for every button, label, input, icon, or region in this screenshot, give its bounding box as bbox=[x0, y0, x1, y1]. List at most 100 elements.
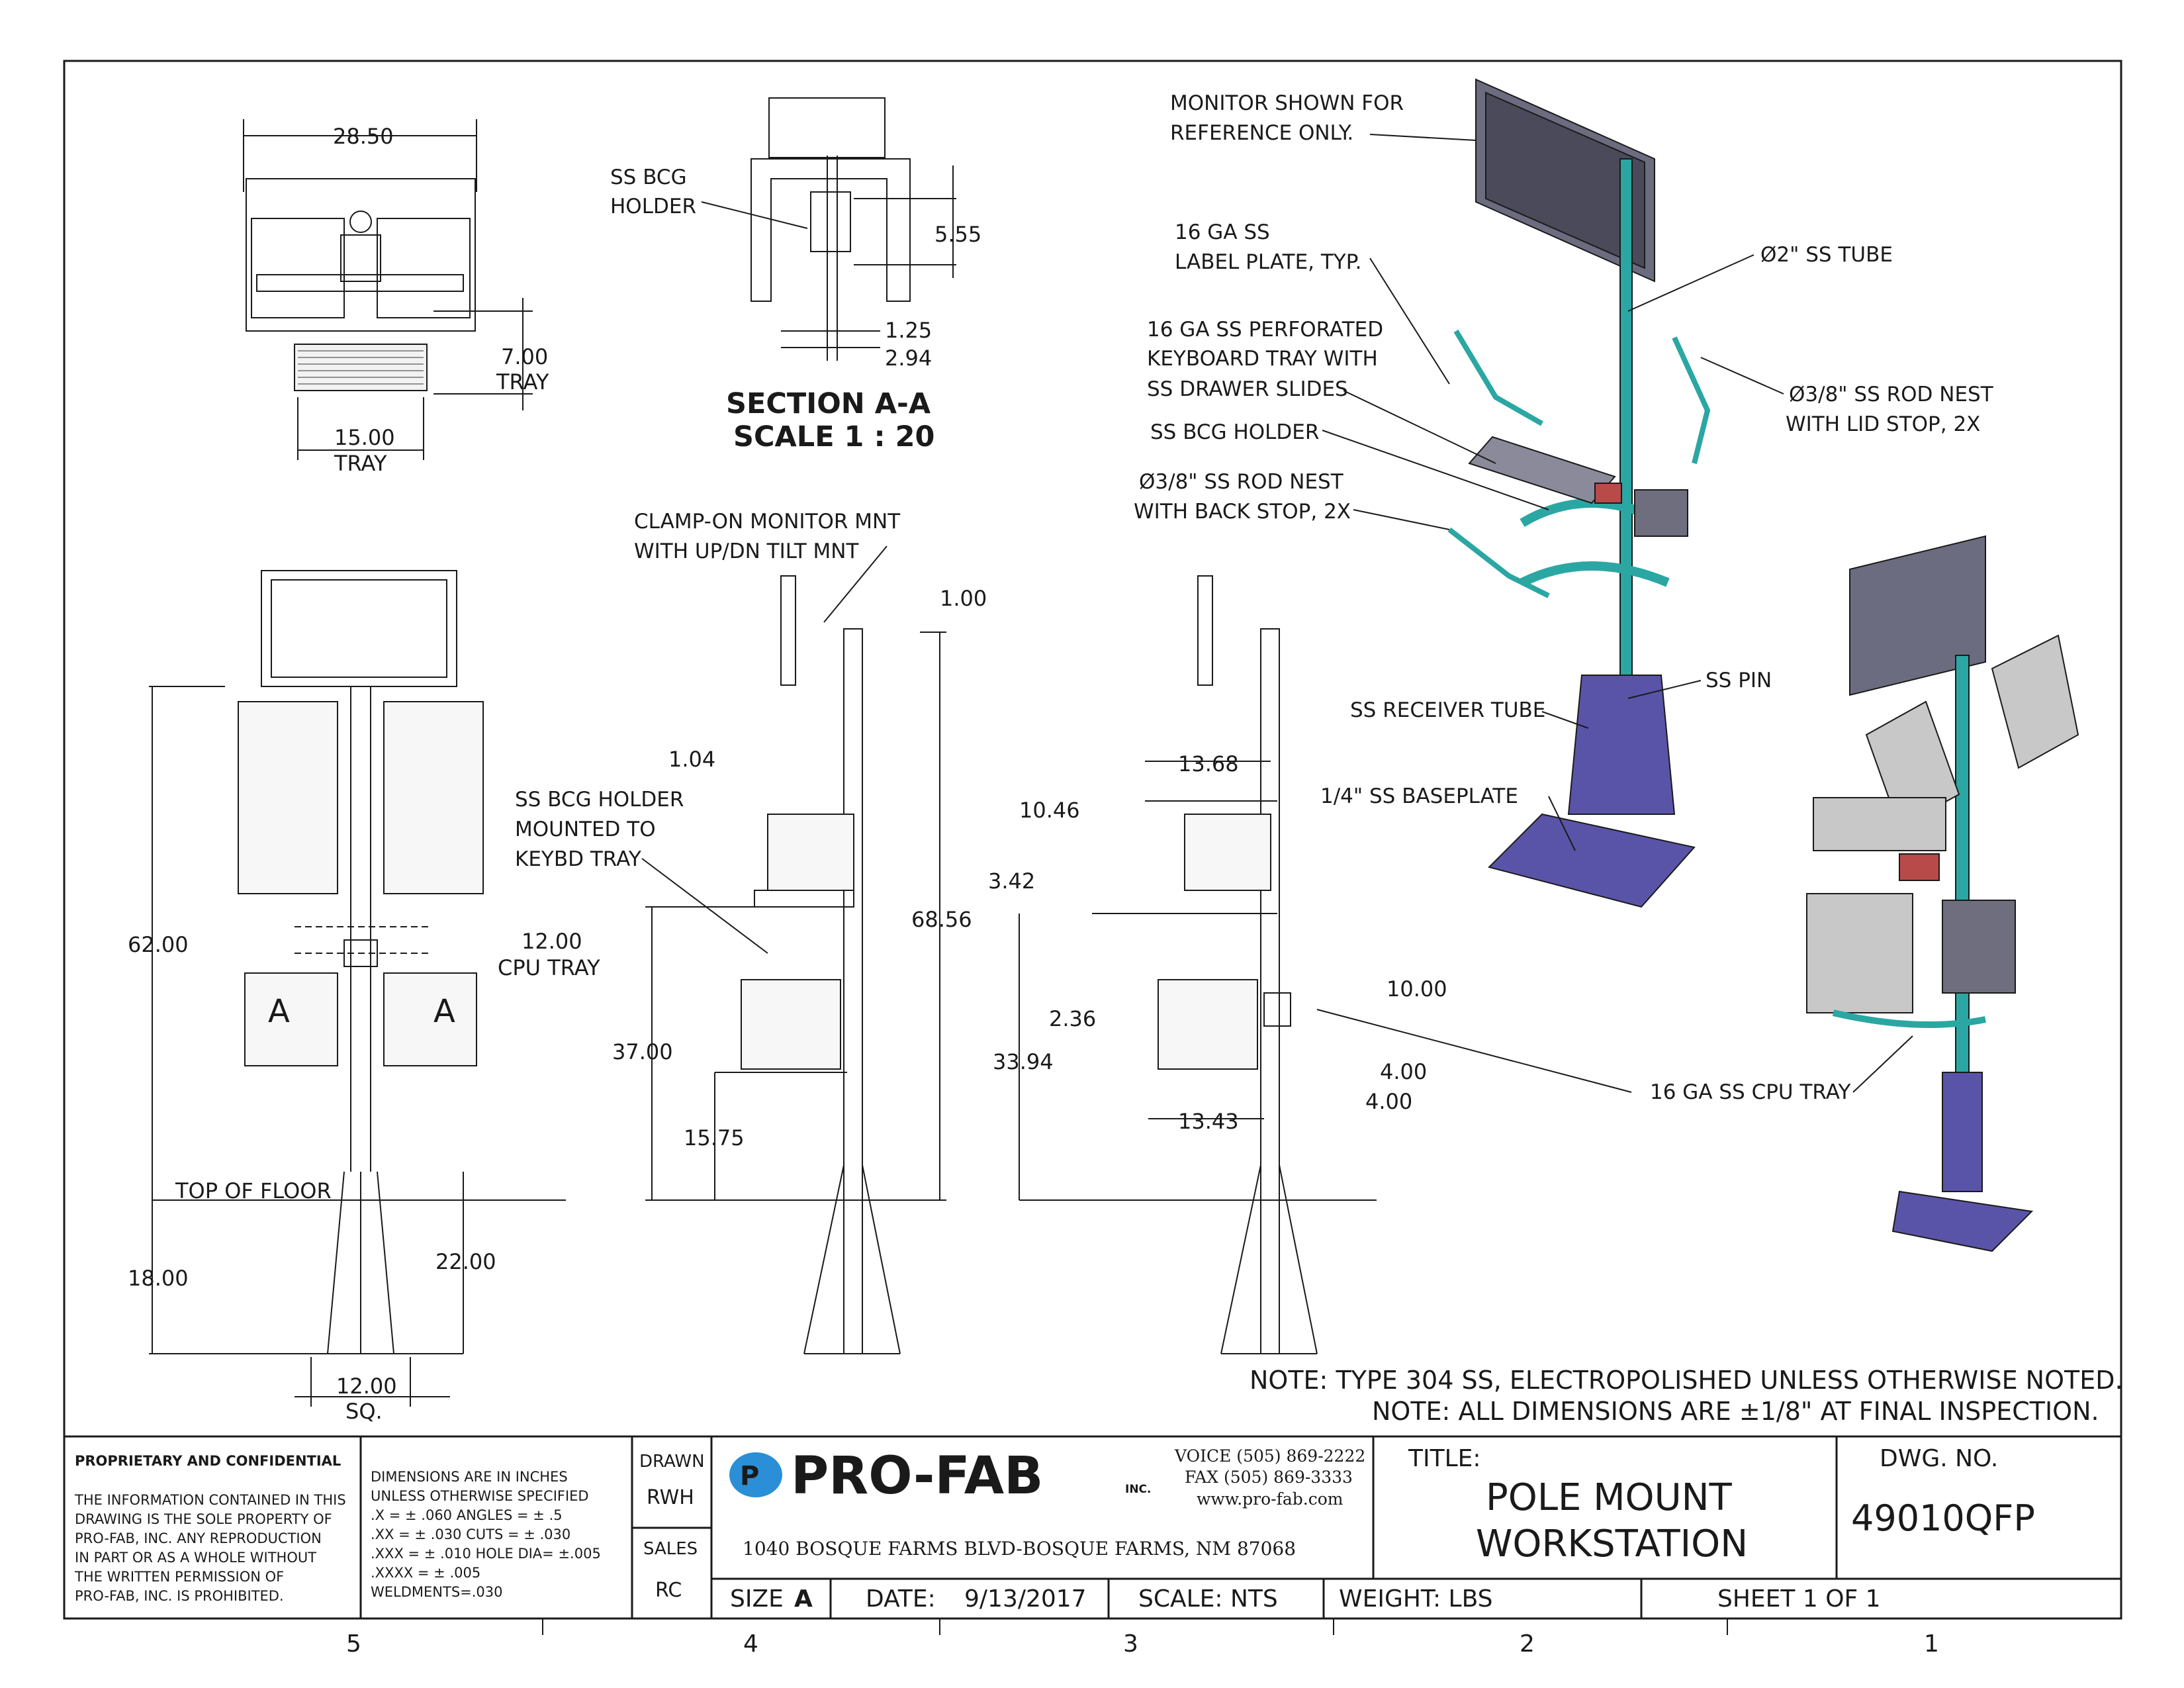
bcg-mounted-line1: SS BCG HOLDER bbox=[515, 788, 684, 812]
kbd-tray-line2: KEYBOARD TRAY WITH bbox=[1147, 347, 1378, 371]
baseplate-callout: 1/4" SS BASEPLATE bbox=[1320, 784, 1518, 808]
ss-pin-callout: SS PIN bbox=[1706, 669, 1772, 692]
svg-text:P: P bbox=[740, 1461, 759, 1491]
top-view bbox=[243, 119, 533, 460]
bcg-mounted-line3: KEYBD TRAY bbox=[515, 847, 641, 871]
receiver-tube-callout: SS RECEIVER TUBE bbox=[1350, 698, 1546, 722]
voice-phone: VOICE (505) 869-2222 bbox=[1175, 1446, 1366, 1466]
dim-342: 3.42 bbox=[988, 868, 1036, 894]
dwg-no-label: DWG. NO. bbox=[1880, 1445, 1999, 1472]
isometric-view-small bbox=[1806, 535, 2079, 1252]
leader-lines bbox=[641, 134, 1913, 1093]
size-value: A bbox=[794, 1585, 813, 1613]
date-value: 9/13/2017 bbox=[964, 1585, 1087, 1613]
clamp-line2: WITH UP/DN TILT MNT bbox=[634, 539, 859, 563]
dim-1343: 13.43 bbox=[1178, 1109, 1239, 1134]
dim-104: 1.04 bbox=[668, 747, 716, 772]
rod-nest-back-line1: Ø3/8" SS ROD NEST bbox=[1139, 470, 1343, 494]
zone-2: 2 bbox=[1520, 1630, 1535, 1658]
pro-fab-logo: P bbox=[729, 1452, 782, 1497]
dim-1575: 15.75 bbox=[684, 1125, 745, 1150]
dim-base-12: 12.00 bbox=[336, 1374, 397, 1399]
rod-nest-back-line2: WITH BACK STOP, 2X bbox=[1134, 500, 1351, 524]
isometric-view-main bbox=[1447, 78, 1711, 908]
dim-10: 10.00 bbox=[1387, 976, 1447, 1002]
company-name: PRO-FAB bbox=[791, 1446, 1044, 1506]
title-line1: POLE MOUNT bbox=[1486, 1476, 1732, 1519]
section-mark-a-left: A bbox=[268, 993, 290, 1030]
note-material: NOTE: TYPE 304 SS, ELECTROPOLISHED UNLES… bbox=[1250, 1366, 2123, 1395]
cpu-tray-callout: 16 GA SS CPU TRAY bbox=[1650, 1080, 1851, 1104]
rod-nest-lid-line1: Ø3/8" SS ROD NEST bbox=[1789, 383, 1993, 406]
drawn-by: RWH bbox=[647, 1486, 694, 1509]
bcg-section-line2: HOLDER bbox=[610, 195, 696, 218]
side-view-left bbox=[645, 575, 946, 1354]
size-label: SIZE bbox=[730, 1585, 784, 1613]
dim-tray-depth-unit: TRAY bbox=[496, 369, 549, 395]
dim-18: 18.00 bbox=[128, 1266, 189, 1291]
bcg-section-line1: SS BCG bbox=[610, 165, 687, 189]
label-plate-line1: 16 GA SS bbox=[1175, 220, 1270, 244]
zone-1: 1 bbox=[1924, 1630, 1939, 1658]
side-view-right bbox=[1019, 575, 1377, 1354]
fax-phone: FAX (505) 869-3333 bbox=[1185, 1468, 1353, 1487]
company-address: 1040 BOSQUE FARMS BLVD-BOSQUE FARMS, NM … bbox=[743, 1538, 1297, 1560]
bcg-mounted-line2: MOUNTED TO bbox=[515, 818, 656, 841]
zone-4: 4 bbox=[743, 1630, 758, 1658]
kbd-tray-line1: 16 GA SS PERFORATED bbox=[1147, 318, 1384, 342]
label-plate-line2: LABEL PLATE, TYP. bbox=[1175, 250, 1362, 274]
title-label: TITLE: bbox=[1408, 1445, 1481, 1472]
section-mark-a-right: A bbox=[433, 993, 455, 1030]
bcg-holder-callout: SS BCG HOLDER bbox=[1150, 420, 1320, 444]
top-of-floor-label: TOP OF FLOOR bbox=[175, 1178, 332, 1203]
website: www.pro-fab.com bbox=[1197, 1489, 1343, 1509]
dim-sec-height: 5.55 bbox=[934, 222, 982, 247]
zone-5: 5 bbox=[346, 1630, 361, 1658]
dim-tray-width-unit: TRAY bbox=[334, 451, 387, 476]
dim-1046: 10.46 bbox=[1019, 798, 1080, 823]
section-scale: SCALE 1 : 20 bbox=[733, 420, 935, 453]
proprietary-text: THE INFORMATION CONTAINED IN THIS DRAWIN… bbox=[75, 1492, 346, 1604]
rod-nest-lid-line2: WITH LID STOP, 2X bbox=[1786, 412, 1981, 436]
company-suffix: INC. bbox=[1125, 1483, 1152, 1496]
proprietary-title: PROPRIETARY AND CONFIDENTIAL bbox=[75, 1453, 341, 1469]
dim-sec-w1: 1.25 bbox=[885, 318, 933, 343]
zone-ticks bbox=[542, 1618, 1728, 1635]
kbd-tray-line3: SS DRAWER SLIDES bbox=[1147, 377, 1348, 401]
dim-monitor-offset: 1.00 bbox=[940, 586, 987, 611]
clamp-line1: CLAMP-ON MONITOR MNT bbox=[634, 510, 901, 534]
dim-top-width: 28.50 bbox=[333, 124, 394, 149]
dim-tray-depth: 7.00 bbox=[501, 344, 549, 369]
dim-37: 37.00 bbox=[612, 1039, 673, 1064]
weight-value: WEIGHT: LBS bbox=[1339, 1585, 1493, 1613]
title-line2: WORKSTATION bbox=[1476, 1523, 1749, 1566]
dim-62: 62.00 bbox=[128, 932, 189, 957]
monitor-note-line1: MONITOR SHOWN FOR bbox=[1170, 91, 1404, 115]
zone-3: 3 bbox=[1123, 1630, 1138, 1658]
dwg-no: 49010QFP bbox=[1851, 1497, 2035, 1539]
section-title: SECTION A-A bbox=[726, 387, 931, 420]
note-tolerance: NOTE: ALL DIMENSIONS ARE ±1/8" AT FINAL … bbox=[1372, 1397, 2099, 1426]
dim-6856: 68.56 bbox=[911, 907, 972, 932]
dim-236: 2.36 bbox=[1049, 1006, 1097, 1031]
dim-4b: 4.00 bbox=[1365, 1089, 1413, 1114]
dim-1368: 13.68 bbox=[1178, 751, 1239, 776]
sales-by: RC bbox=[655, 1579, 682, 1602]
front-view bbox=[149, 570, 566, 1407]
sheet-value: SHEET 1 OF 1 bbox=[1717, 1585, 1881, 1613]
dim-tray-width: 15.00 bbox=[334, 425, 395, 450]
dim-22: 22.00 bbox=[435, 1249, 496, 1274]
scale-value: SCALE: NTS bbox=[1138, 1585, 1278, 1613]
dim-4a: 4.00 bbox=[1380, 1059, 1428, 1084]
tolerance-block: DIMENSIONS ARE IN INCHES UNLESS OTHERWIS… bbox=[371, 1469, 601, 1600]
dim-3394: 33.94 bbox=[993, 1049, 1054, 1074]
sales-label: SALES bbox=[643, 1539, 698, 1559]
cpu-tray-front-dim: 12.00 bbox=[522, 929, 582, 954]
title-block-frame bbox=[64, 1435, 2121, 1618]
date-label: DATE: bbox=[866, 1585, 936, 1613]
section-view bbox=[751, 97, 956, 361]
cpu-tray-front-label: CPU TRAY bbox=[498, 955, 600, 980]
tube-callout: Ø2" SS TUBE bbox=[1760, 243, 1893, 267]
drawn-label: DRAWN bbox=[639, 1452, 705, 1472]
